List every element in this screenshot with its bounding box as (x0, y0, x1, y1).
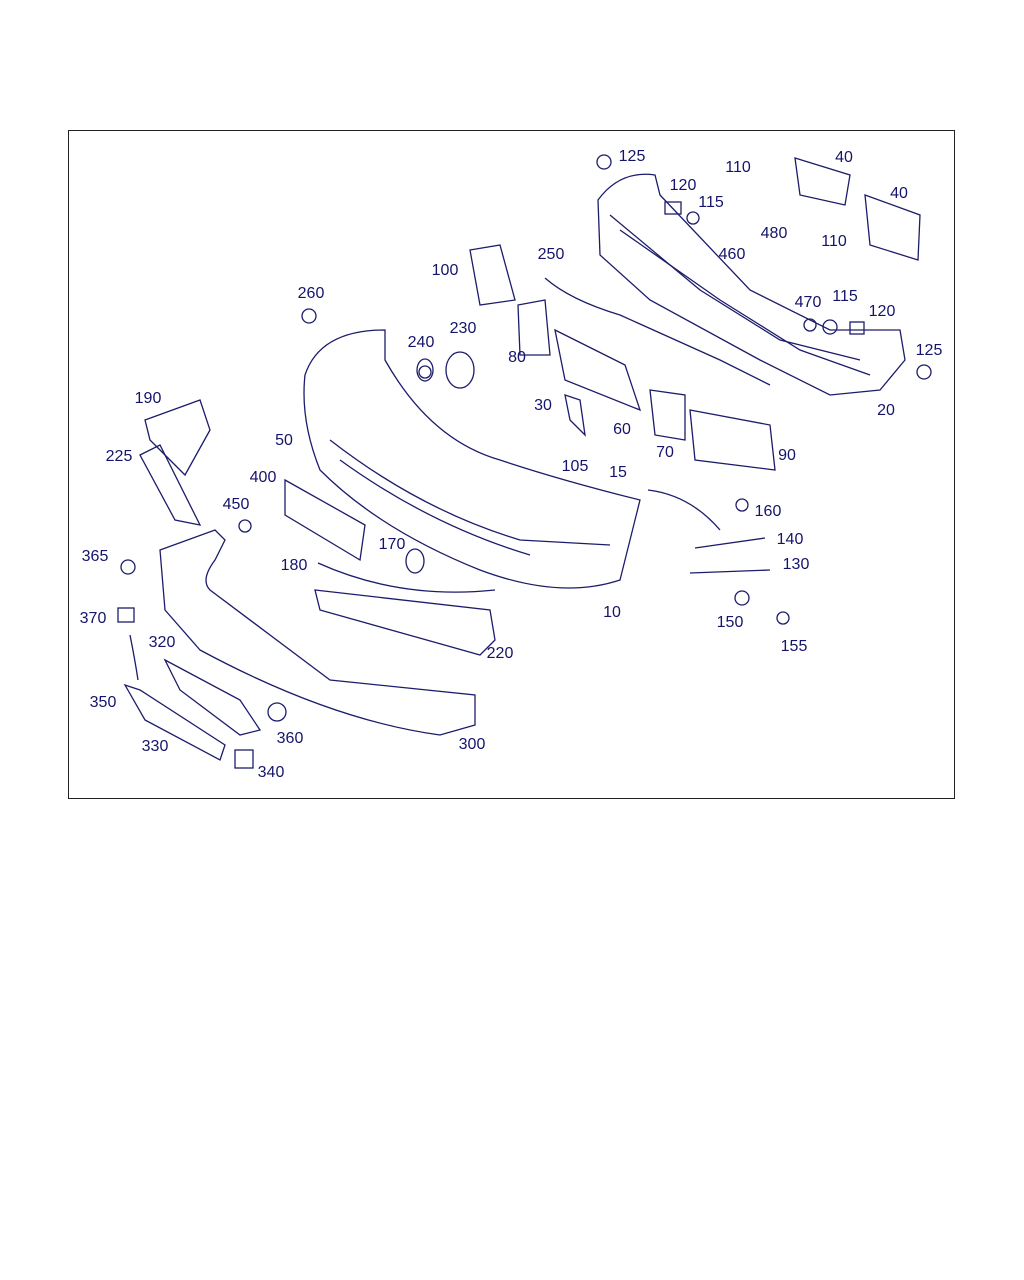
callout-label: 130 (782, 556, 810, 573)
callout-label: 100 (431, 262, 459, 279)
callout-label: 160 (754, 503, 782, 520)
callout-label: 10 (603, 604, 621, 621)
callout-label: 155 (780, 638, 808, 655)
mounting-parts (469, 244, 776, 471)
callout-label: 450 (222, 496, 250, 513)
part-330-grille (123, 683, 226, 761)
callout-label: 120 (868, 303, 896, 320)
callout-label: 110 (821, 233, 847, 250)
callout-label: 140 (776, 531, 804, 548)
callout-label: 190 (134, 390, 162, 407)
part-320-spoiler (163, 658, 262, 736)
part-220-molding (314, 589, 496, 656)
callout-label: 105 (561, 458, 589, 475)
part-360 (267, 702, 287, 722)
part-40-brackets (794, 157, 921, 261)
part-20-beam (597, 173, 906, 396)
callout-label: 50 (275, 432, 293, 449)
callout-label: 480 (760, 225, 788, 242)
callout-label: 110 (725, 159, 751, 176)
callout-label: 170 (378, 536, 406, 553)
callout-label: 260 (297, 285, 325, 302)
callout-label: 115 (698, 194, 724, 211)
callout-label: 40 (835, 149, 853, 166)
callout-label: 150 (716, 614, 744, 631)
part-170 (405, 548, 425, 574)
callout-label: 300 (458, 736, 486, 753)
callout-label: 20 (877, 402, 895, 419)
part-180-strip (317, 562, 496, 593)
callout-label: 320 (148, 634, 176, 651)
part-10-bumper-cover (303, 329, 641, 589)
callout-label: 15 (609, 464, 627, 481)
callout-label: 90 (778, 447, 796, 464)
callout-label: 365 (81, 548, 109, 565)
part-340 (234, 749, 254, 769)
callout-label: 400 (249, 469, 277, 486)
callout-label: 460 (718, 246, 746, 263)
callout-label: 125 (915, 342, 943, 359)
callout-label: 370 (79, 610, 107, 627)
callout-label: 220 (486, 645, 514, 662)
part-190-225-trim (139, 399, 211, 526)
callout-label: 225 (105, 448, 133, 465)
diagram-frame (68, 130, 955, 799)
callout-label: 180 (280, 557, 308, 574)
callout-label: 250 (537, 246, 565, 263)
callout-label: 70 (656, 444, 674, 461)
callout-label: 230 (449, 320, 477, 337)
fasteners (117, 154, 932, 625)
callout-label: 240 (407, 334, 435, 351)
callout-label: 360 (276, 730, 304, 747)
part-300-lower-bumper (159, 529, 476, 736)
callout-label: 120 (669, 177, 697, 194)
callout-label: 60 (613, 421, 631, 438)
callout-label: 340 (257, 764, 285, 781)
callout-label: 470 (794, 294, 822, 311)
arrow (647, 489, 721, 531)
callout-label: 330 (141, 738, 169, 755)
callout-label: 80 (508, 349, 526, 366)
callout-label: 125 (618, 148, 646, 165)
callout-label: 115 (832, 288, 858, 305)
callout-label: 30 (534, 397, 552, 414)
callout-label: 40 (890, 185, 908, 202)
callout-label: 350 (89, 694, 117, 711)
part-250-harness (544, 277, 771, 386)
part-400-license-plate (284, 478, 366, 562)
